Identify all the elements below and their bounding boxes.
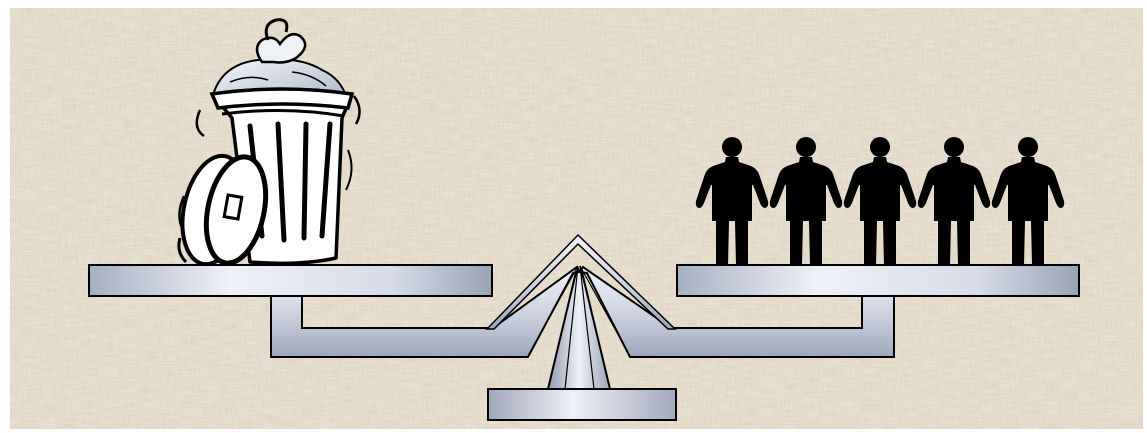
scale-pan-left <box>89 265 492 296</box>
scale-pan-right <box>677 265 1079 296</box>
scale-base <box>488 389 676 420</box>
